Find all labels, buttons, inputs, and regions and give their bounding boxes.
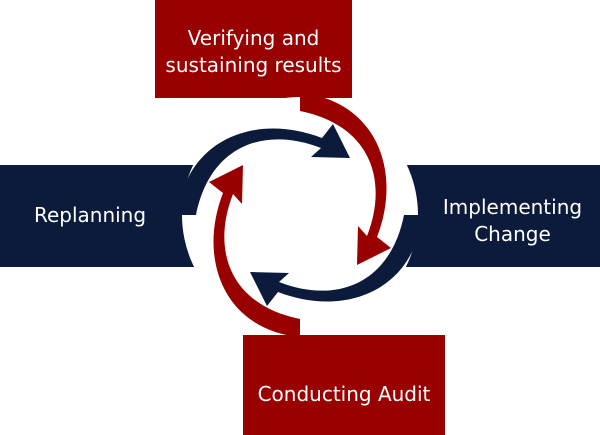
- block-left: [0, 165, 200, 267]
- stage-top-line1: Verifying and: [187, 26, 320, 50]
- stage-right-line2: Change: [474, 222, 551, 246]
- arrow-top-navy: [178, 124, 350, 215]
- arrow-left-red: [209, 165, 300, 337]
- stage-top-line2: sustaining results: [165, 53, 342, 77]
- center-cutout: [182, 97, 418, 333]
- stage-bottom-label: Conducting Audit: [257, 382, 431, 406]
- block-bottom: [243, 335, 445, 435]
- stage-right-line1: Implementing: [442, 195, 583, 219]
- block-top: [155, 0, 352, 98]
- arrow-right-red: [300, 93, 391, 265]
- stage-top-label: Verifying and sustaining results: [155, 25, 352, 79]
- stage-right-label: Implementing Change: [430, 194, 595, 248]
- block-right: [400, 165, 600, 267]
- arrow-bottom-navy: [250, 215, 422, 306]
- stage-left-label: Replanning: [33, 203, 147, 227]
